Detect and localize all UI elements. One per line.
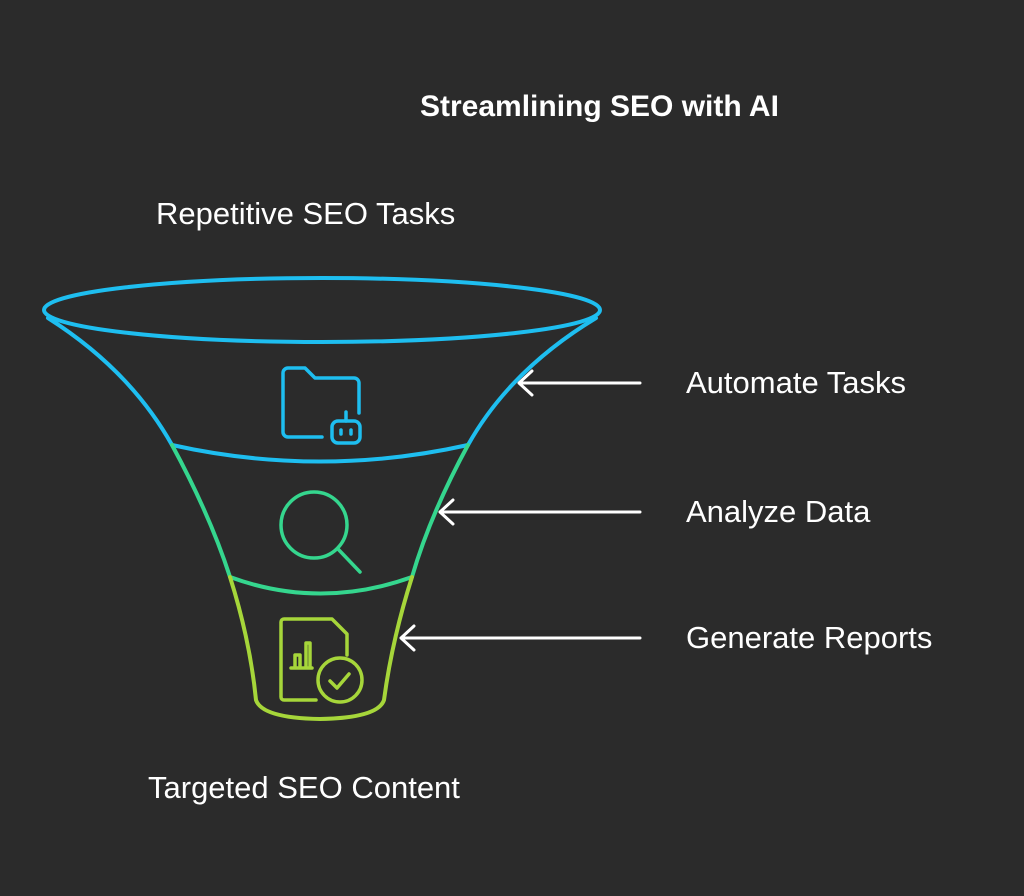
diagram-title: Streamlining SEO with AI (420, 90, 779, 123)
folder-robot-icon (281, 366, 362, 445)
funnel-stage-1 (42, 276, 602, 464)
arrow-analyze (438, 498, 642, 526)
report-check-icon (279, 617, 364, 704)
funnel-rim (42, 276, 602, 344)
arrow-reports (399, 624, 642, 652)
magnifier-icon (279, 490, 362, 574)
funnel-stage-3 (228, 575, 414, 721)
funnel-output-label: Targeted SEO Content (148, 770, 460, 805)
arrow-automate (517, 369, 642, 397)
stage-label-analyze: Analyze Data (686, 494, 871, 529)
stage-label-reports: Generate Reports (686, 620, 933, 655)
stage-label-automate: Automate Tasks (686, 365, 906, 400)
funnel-input-label: Repetitive SEO Tasks (156, 196, 456, 231)
funnel-stage-2 (170, 443, 470, 596)
